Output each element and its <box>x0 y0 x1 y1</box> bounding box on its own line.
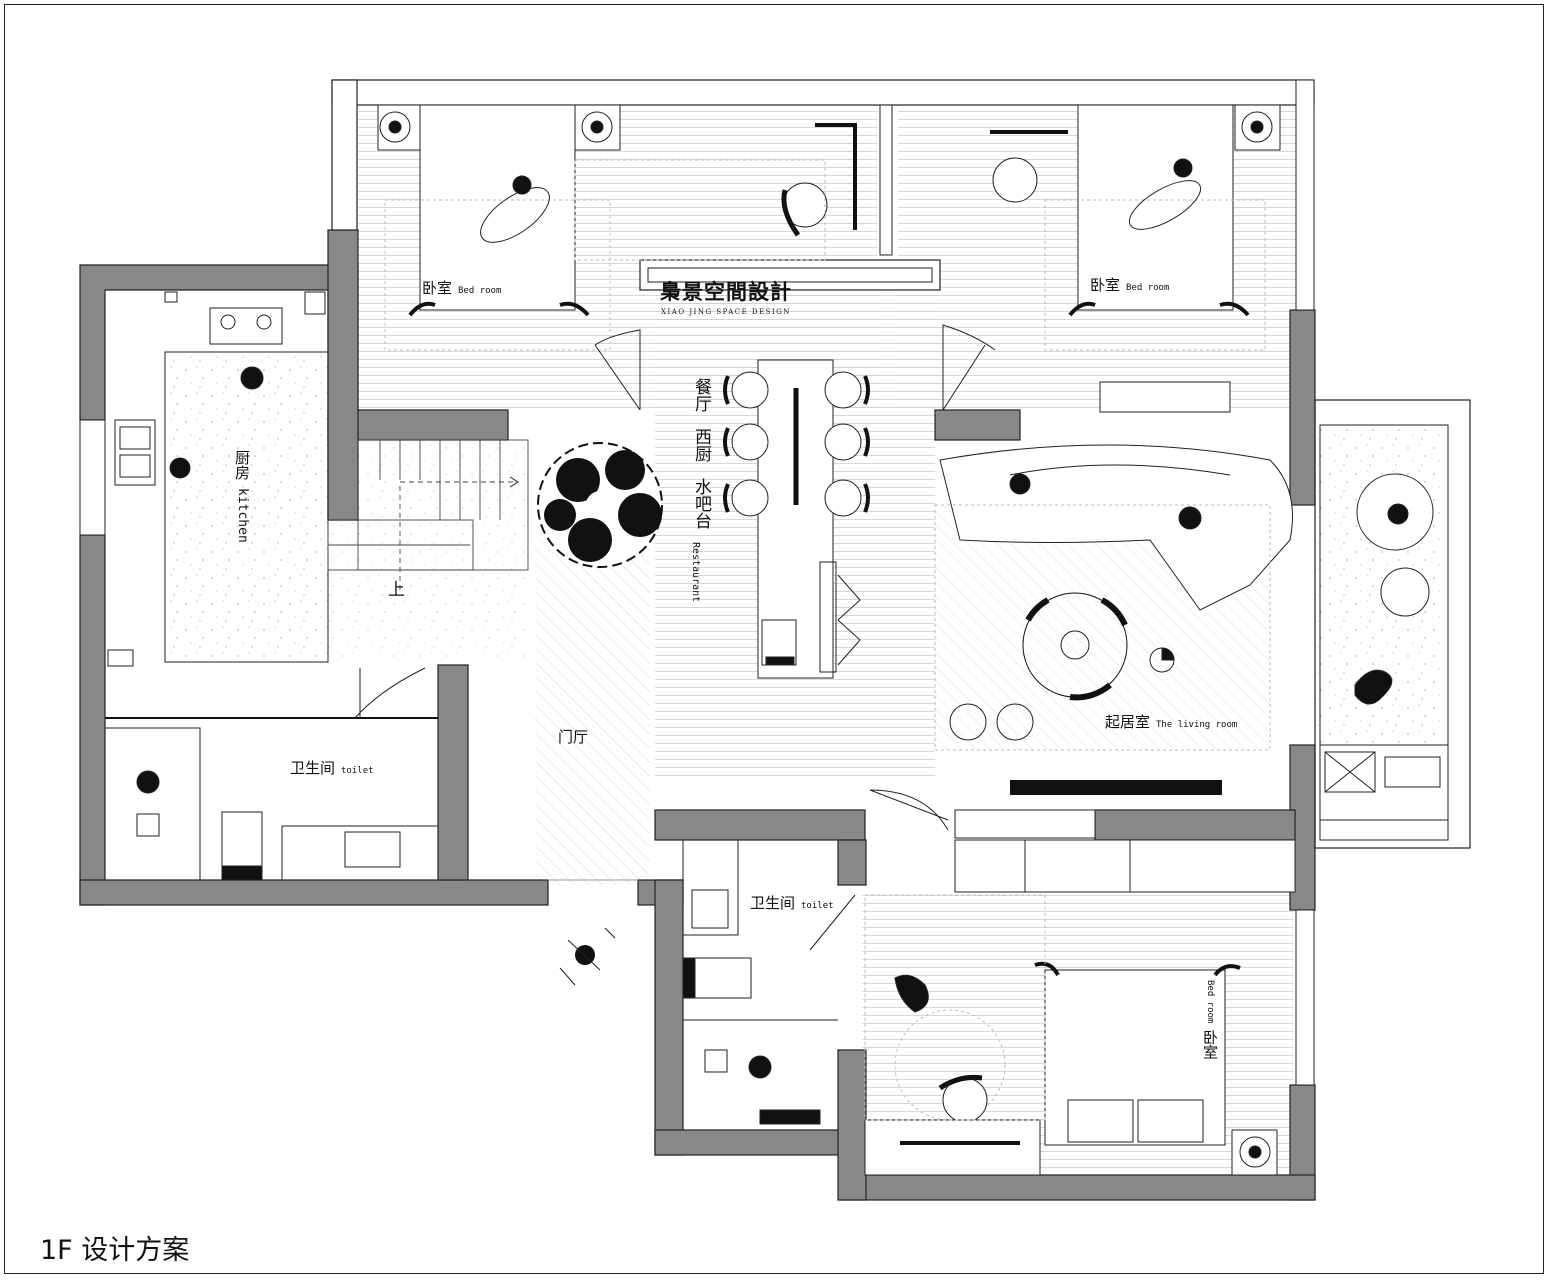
room-label-dining-en: Restaurant <box>690 542 701 603</box>
room-label-bedroom-nw: 卧室 Bed room <box>422 280 501 296</box>
room-label-toilet-west: 卫生间 toilet <box>290 760 374 776</box>
walls <box>79 79 1471 1201</box>
room-label-cn: 卧室 <box>1201 1029 1219 1060</box>
room-label-dining-2: 西厨 <box>691 428 711 462</box>
room-label-toilet-south: 卫生间 toilet <box>750 895 834 911</box>
room-label-bedroom-se: Bed room 卧室 <box>1201 980 1219 1060</box>
room-label-kitchen: 厨房 kitchen <box>233 450 251 543</box>
plan-caption: 1F 设计方案 <box>40 1235 190 1266</box>
bedroom-se-furniture <box>864 809 1296 1176</box>
room-label-en: Bed room <box>1126 283 1170 293</box>
room-label-en: Bed room <box>458 286 502 296</box>
room-label-en: kitchen <box>235 488 250 543</box>
room-label-cn: 卫生间 <box>750 894 796 912</box>
kitchen-furniture <box>107 291 329 667</box>
dining-island <box>723 359 870 679</box>
room-label-foyer: 门厅 <box>558 728 589 746</box>
living-room-furniture <box>934 444 1293 751</box>
doors <box>548 324 996 881</box>
room-label-dining-3: 水吧台 <box>691 478 711 529</box>
room-label-en: The living room <box>1156 720 1238 730</box>
toilet-south-fixtures <box>682 839 856 1125</box>
room-label-cn: 卧室 <box>422 279 453 297</box>
room-label-bedroom-ne: 卧室 Bed room <box>1090 277 1169 293</box>
tree <box>537 442 663 568</box>
bedroom-ne-furniture <box>990 104 1281 413</box>
room-label-cn: 卫生间 <box>290 759 336 777</box>
brand-subtitle: XIAO JING SPACE DESIGN <box>661 308 791 316</box>
toilet-west-fixtures <box>104 667 439 881</box>
room-label-dining-1: 餐厅 <box>691 378 711 412</box>
brand-logo: 梟景空間設計 XIAO JING SPACE DESIGN <box>660 276 792 316</box>
brand-title: 梟景空間設計 <box>660 279 792 304</box>
room-label-en: toilet <box>801 901 834 911</box>
room-label-cn: 起居室 <box>1105 713 1151 731</box>
room-label-en: toilet <box>341 766 374 776</box>
room-label-cn: 厨房 <box>233 450 251 480</box>
staircase <box>327 439 529 590</box>
balcony-furniture <box>1324 473 1441 793</box>
room-label-living: 起居室 The living room <box>1105 714 1237 730</box>
room-label-cn: 卧室 <box>1090 276 1121 294</box>
stairs-up-label: 上 <box>388 580 405 600</box>
room-label-en: Bed room <box>1205 980 1215 1024</box>
bedroom-nw-furniture <box>377 104 857 351</box>
person-figure-entrance <box>559 927 616 986</box>
